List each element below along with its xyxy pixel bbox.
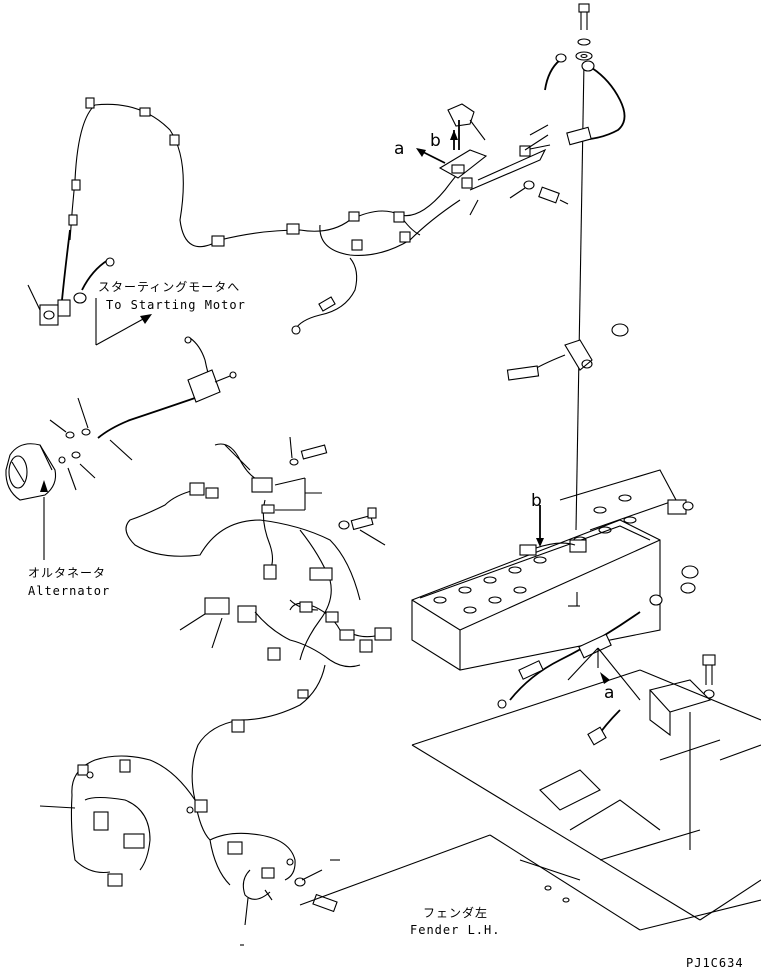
reference-b-top: b (430, 131, 441, 151)
drawing-code: PJ1C634 (686, 956, 744, 970)
starter-cable-left (27, 229, 152, 346)
alternator-label-jp: オルタネータ (28, 566, 107, 580)
relay-connector (179, 597, 392, 699)
reference-a-bottom: a (604, 683, 615, 703)
alternator-harness (97, 336, 237, 461)
fender-left-icon (299, 669, 761, 931)
fender-label-en: Fender L.H. (410, 923, 501, 937)
starting-motor-label-jp: スターティングモータへ (98, 280, 241, 294)
reference-a-top: a (394, 139, 405, 159)
middle-harness (125, 436, 386, 661)
ground-bracket (648, 654, 716, 850)
alternator-label-en: Alternator (28, 584, 111, 598)
reference-b-battery: b (531, 491, 542, 511)
lower-harness (39, 664, 340, 946)
battery-cable-top (529, 53, 626, 146)
connector-cluster-top (416, 103, 569, 216)
battery-cells (433, 469, 677, 614)
alternator-icon (5, 397, 96, 560)
battery-icon (411, 469, 694, 671)
battery-cable-lower (497, 565, 699, 746)
battery-clamp (506, 323, 629, 381)
starting-motor-label-en: To Starting Motor (106, 298, 246, 312)
fender-label-jp: フェンダ左 (423, 906, 489, 920)
top-bolt-stack (575, 3, 593, 531)
upper-harness (68, 97, 471, 335)
